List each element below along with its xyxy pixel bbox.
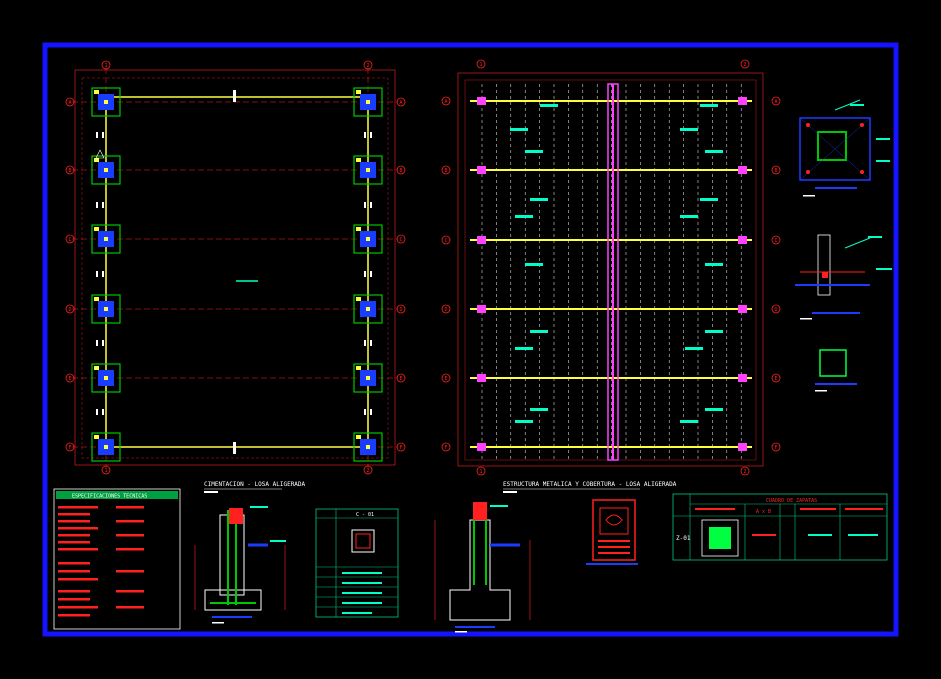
footing-column: [91, 224, 121, 254]
footing-table-title: CUADRO DE ZAPATAS: [766, 498, 817, 504]
roof-plan-title: ESTRUCTURA METALICA Y COBERTURA - LOSA A…: [503, 481, 677, 488]
axis-bubble: 1: [101, 60, 111, 70]
svg-text:D: D: [399, 307, 402, 313]
svg-text:2: 2: [366, 63, 369, 69]
column-base-detail-plan: [799, 99, 890, 197]
svg-text:D: D: [774, 307, 777, 313]
axis-bubble: B: [65, 165, 75, 175]
svg-text:C: C: [399, 237, 402, 243]
axis-bubble: B: [771, 165, 781, 175]
column-table-header: C - 01: [356, 512, 374, 518]
specs-title: ESPECIFICACIONES TECNICAS: [72, 494, 147, 500]
axis-bubble: C: [396, 234, 406, 244]
footing-column: [91, 87, 121, 117]
svg-text:B: B: [774, 168, 777, 174]
axis-bubble: 1: [476, 466, 486, 476]
svg-text:E: E: [444, 376, 447, 382]
axis-bubble: D: [396, 304, 406, 314]
axis-bubble: F: [771, 442, 781, 452]
svg-text:1: 1: [479, 469, 482, 475]
footing-schedule-table: CUADRO DE ZAPATAS A x B Z-01: [672, 493, 888, 561]
footing-section-detail-1: [194, 506, 286, 624]
footing-column: [353, 87, 383, 117]
roof-structure-plan: A A B B C C D D E E F F 1 1 2 2 ESTRUCTURA METALICA Y C…: [441, 59, 781, 493]
axis-bubble: A: [65, 97, 75, 107]
foundation-plan: A A B B C C D D E E F F 1 1 2 2 CIMENTACION - LOSA ALIG…: [65, 60, 406, 493]
svg-text:A: A: [399, 100, 402, 106]
svg-text:A: A: [68, 100, 71, 106]
footing-column: [91, 432, 121, 462]
axis-bubble: C: [771, 235, 781, 245]
svg-text:E: E: [68, 376, 71, 382]
axis-bubble: F: [396, 442, 406, 452]
title-block-stamp-icon: [586, 499, 638, 565]
axis-bubble: E: [771, 373, 781, 383]
axis-bubble: E: [396, 373, 406, 383]
footing-column: [353, 155, 383, 185]
axis-bubble: 2: [740, 59, 750, 69]
axis-bubble: C: [441, 235, 451, 245]
column-schedule-table: C - 01: [315, 508, 399, 618]
axis-bubble: F: [65, 442, 75, 452]
sheet-frame: [42, 42, 899, 637]
footing-column: [353, 432, 383, 462]
svg-text:E: E: [774, 376, 777, 382]
svg-text:B: B: [68, 168, 71, 174]
axis-bubble: B: [441, 165, 451, 175]
axis-bubble: 2: [363, 60, 373, 70]
axis-bubble: D: [441, 304, 451, 314]
svg-text:1: 1: [479, 62, 482, 68]
axis-bubble: F: [441, 442, 451, 452]
axis-bubble: 2: [363, 465, 373, 475]
svg-text:F: F: [444, 445, 447, 451]
axis-bubble: C: [65, 234, 75, 244]
footing-column: [91, 363, 121, 393]
footing-column: [353, 224, 383, 254]
north-arrow-icon: [95, 149, 105, 159]
svg-text:A: A: [774, 99, 777, 105]
svg-text:E: E: [399, 376, 402, 382]
footing-column: [91, 294, 121, 324]
technical-specifications: ESPECIFICACIONES TECNICAS: [53, 488, 181, 630]
footing-column: [353, 294, 383, 324]
axis-bubble: 2: [740, 466, 750, 476]
axis-bubble: A: [441, 96, 451, 106]
axis-bubble: B: [396, 165, 406, 175]
axis-bubble: E: [65, 373, 75, 383]
svg-text:2: 2: [743, 62, 746, 68]
svg-text:D: D: [444, 307, 447, 313]
svg-text:D: D: [68, 307, 71, 313]
axis-bubble: D: [65, 304, 75, 314]
foundation-plan-title: CIMENTACION - LOSA ALIGERADA: [204, 481, 306, 488]
axis-bubble: 1: [476, 59, 486, 69]
footing-z01-label: Z-01: [676, 535, 691, 542]
svg-text:1: 1: [104, 468, 107, 474]
svg-text:A: A: [444, 99, 447, 105]
svg-text:C: C: [774, 238, 777, 244]
svg-text:C: C: [68, 237, 71, 243]
footing-column: [353, 363, 383, 393]
svg-text:1: 1: [104, 63, 107, 69]
svg-text:F: F: [399, 445, 402, 451]
svg-text:B: B: [444, 168, 447, 174]
footing-table-axb: A x B: [756, 509, 771, 515]
axis-bubble: A: [771, 96, 781, 106]
footing-column: [91, 155, 121, 185]
column-base-detail-section: [795, 234, 892, 320]
axis-bubble: A: [396, 97, 406, 107]
axis-bubble: 1: [101, 465, 111, 475]
svg-text:F: F: [774, 445, 777, 451]
footing-section-detail-2: [434, 502, 531, 633]
svg-text:B: B: [399, 168, 402, 174]
axis-bubble: D: [771, 304, 781, 314]
svg-text:C: C: [444, 238, 447, 244]
column-section-detail: [815, 349, 857, 392]
svg-text:2: 2: [366, 468, 369, 474]
svg-text:2: 2: [743, 469, 746, 475]
axis-bubble: E: [441, 373, 451, 383]
svg-text:F: F: [68, 445, 71, 451]
